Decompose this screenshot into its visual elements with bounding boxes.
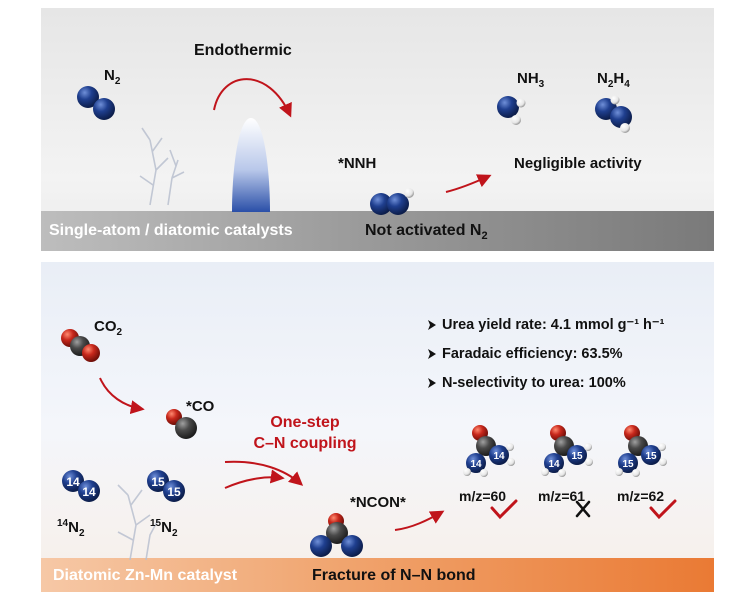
ncon-to-urea-arrow — [394, 510, 445, 531]
co2-molecule — [61, 329, 100, 362]
bullet-urea-yield: Urea yield rate: 4.1 mmol g⁻¹ h⁻¹ — [442, 317, 665, 333]
co-molecule — [166, 409, 197, 439]
bottom-band-left-label: Diatomic Zn-Mn catalyst — [53, 567, 238, 584]
urea-molecule-60 — [463, 425, 515, 477]
top-band — [41, 211, 714, 251]
energy-barrier-icon — [232, 118, 270, 212]
mz-62-label: m/z=62 — [617, 488, 665, 504]
cross-icon — [575, 500, 591, 518]
atom-label: 15 — [167, 485, 181, 499]
dendrite-icon — [139, 127, 185, 206]
nnh-to-products-arrow — [445, 174, 492, 193]
co-label: *CO — [186, 398, 215, 415]
urea-molecule-62 — [615, 425, 667, 477]
mz-61-label: m/z=61 — [538, 488, 586, 504]
ncon-molecule — [310, 513, 363, 557]
co2-label: CO2 — [94, 318, 123, 338]
co2-to-co-arrow — [99, 377, 145, 415]
atom-label: 14 — [470, 459, 482, 470]
mz-60-label: m/z=60 — [459, 488, 507, 504]
top-band-left-label: Single-atom / diatomic catalysts — [49, 222, 293, 239]
bullet-n-selectivity: N-selectivity to urea: 100% — [442, 375, 626, 391]
check-icon — [649, 499, 677, 520]
atom-label: 15 — [645, 451, 657, 462]
atom-label: 14 — [82, 485, 96, 499]
n14-2-label: 14N2 — [57, 518, 85, 539]
bullet-arrow-icon — [428, 378, 436, 388]
atom-label: 14 — [548, 459, 560, 470]
n2-molecule — [77, 86, 115, 120]
urea-molecule-61 — [541, 425, 593, 477]
atom-label: 15 — [151, 475, 165, 489]
endothermic-arrow — [213, 78, 292, 118]
n2h4-molecule — [593, 95, 632, 133]
atom-label: 15 — [571, 451, 583, 462]
bottom-band — [41, 558, 714, 592]
ncon-label: *NCON* — [350, 494, 406, 511]
bullet-arrow-icon — [428, 349, 436, 359]
top-band-right-label: Not activated N2 — [365, 222, 488, 243]
nh3-molecule — [497, 96, 526, 125]
n2-label: N2 — [104, 67, 121, 87]
nnh-molecule — [370, 188, 414, 215]
nnh-label: *NNH — [338, 155, 377, 172]
check-icon — [490, 499, 518, 520]
n2h4-label: N2H4 — [597, 70, 630, 90]
n14-2-molecule — [62, 470, 100, 502]
coupling-label: One-step C–N coupling — [253, 414, 357, 452]
nh3-label: NH3 — [517, 70, 545, 90]
co-to-ncon-arrow — [224, 460, 304, 486]
bottom-panel — [41, 262, 714, 592]
endothermic-label: Endothermic — [194, 42, 292, 59]
n15-2-label: 15N2 — [150, 518, 178, 539]
atom-label: 15 — [622, 459, 634, 470]
bottom-band-right-label: Fracture of N–N bond — [312, 567, 476, 584]
n2-to-ncon-arrow — [224, 469, 285, 489]
n15-2-molecule — [147, 470, 185, 502]
dendrite-icon — [117, 484, 159, 561]
atom-label: 14 — [493, 451, 505, 462]
bullet-arrow-icon — [428, 320, 436, 330]
atom-label: 14 — [66, 475, 80, 489]
bullet-faradaic-efficiency: Faradaic efficiency: 63.5% — [442, 346, 623, 362]
negligible-activity-label: Negligible activity — [514, 155, 642, 172]
